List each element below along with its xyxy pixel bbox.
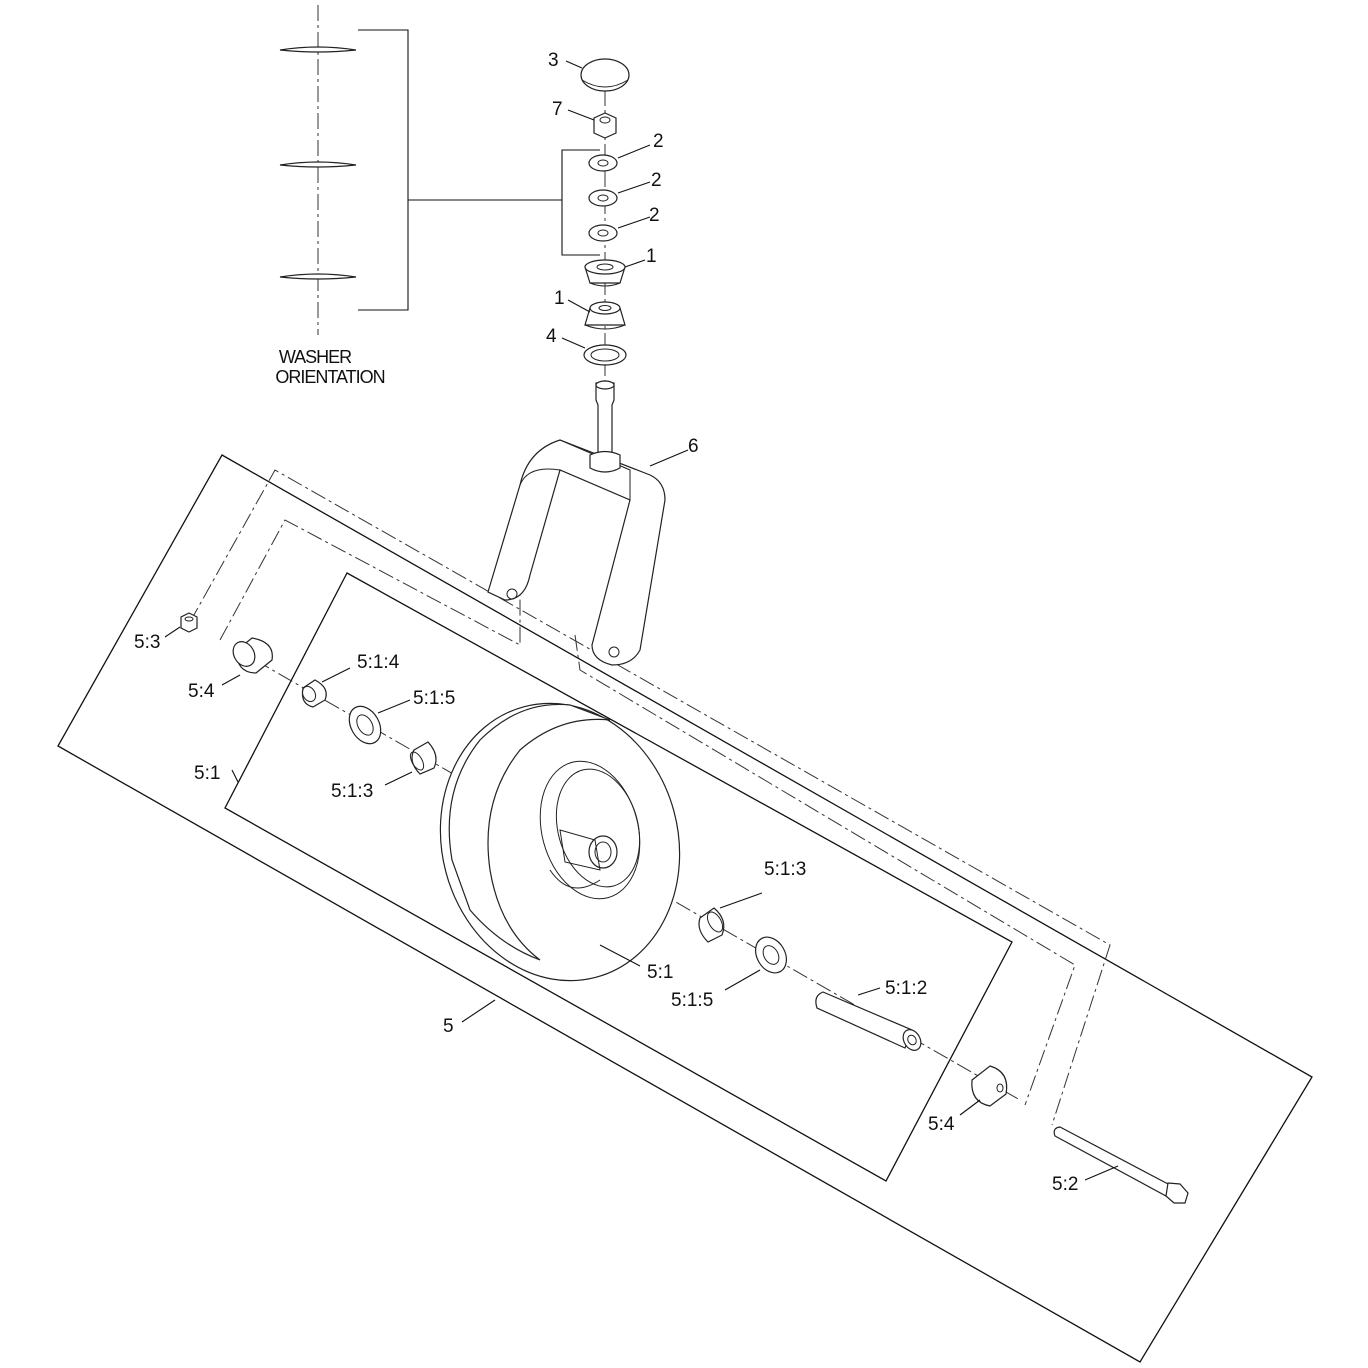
washer-part-3 (588, 224, 618, 242)
leader-lines (164, 60, 1119, 1181)
callout-7: 7 (552, 99, 563, 120)
bearing-cup-5-1-5-right-part (754, 936, 788, 974)
callout-1b: 1 (554, 288, 565, 309)
washer-part-2 (588, 189, 618, 207)
callout-5-1-mid: 5:1 (647, 962, 673, 983)
callout-2a: 2 (653, 131, 664, 152)
axle-tube-5-1-2-part (815, 991, 922, 1051)
bearing-cone-5-1-3-left-part (409, 741, 437, 775)
callout-3: 3 (548, 50, 559, 71)
callout-5-3: 5:3 (134, 632, 160, 653)
bearing-cup-5-1-5-left-part (348, 705, 382, 745)
callout-1a: 1 (646, 246, 657, 267)
callout-5-4-left: 5:4 (188, 681, 215, 702)
washer-orientation-caption-line1: WASHER (279, 347, 352, 367)
callout-5-1-3-right: 5:1:3 (764, 859, 806, 880)
caster-fork-part (487, 380, 666, 666)
bolt-5-2-part (1053, 1126, 1189, 1204)
callout-5-4-right: 5:4 (928, 1114, 955, 1135)
tapered-bearing-upper (584, 259, 626, 287)
bearing-cone-5-1-3-right-part (698, 907, 725, 943)
wheel-assembly-5-1-frame (224, 572, 1013, 1182)
callout-6: 6 (688, 436, 699, 457)
tapered-bearing-lower (584, 301, 626, 330)
assembly-5-frame (57, 454, 1313, 1363)
callout-5-1-left: 5:1 (194, 763, 220, 784)
washer-orientation-caption-line2: ORIENTATION (275, 367, 384, 387)
nut-part (593, 112, 617, 139)
callout-5-2: 5:2 (1052, 1174, 1078, 1195)
left-spacer-5-4-part (232, 637, 273, 674)
left-nut-5-3-part (180, 612, 198, 633)
callout-5: 5 (443, 1016, 454, 1037)
bushing-5-1-4-part (301, 679, 327, 708)
callout-5-1-5-top: 5:1:5 (413, 688, 455, 709)
callout-4: 4 (546, 326, 557, 347)
callout-5-1-2: 5:1:2 (885, 978, 927, 999)
callout-2b: 2 (651, 170, 662, 191)
spindle-stack (580, 58, 630, 395)
washer-part-1 (588, 154, 618, 172)
right-spacer-5-4-part (971, 1065, 1008, 1107)
callout-5-1-3-left: 5:1:3 (331, 781, 373, 802)
callout-5-1-5-bottom: 5:1:5 (671, 990, 713, 1011)
callout-2c: 2 (649, 205, 660, 226)
callout-labels: 3 7 2 2 2 1 1 4 6 5:3 5:4 5:1:4 5:1:5 5:… (134, 50, 1078, 1195)
wheel-tire-part (439, 702, 681, 982)
callout-5-1-4: 5:1:4 (357, 652, 400, 673)
seal-part (583, 344, 627, 366)
dust-cap-part (580, 58, 630, 92)
washer-orientation-detail: WASHER ORIENTATION (275, 5, 600, 387)
